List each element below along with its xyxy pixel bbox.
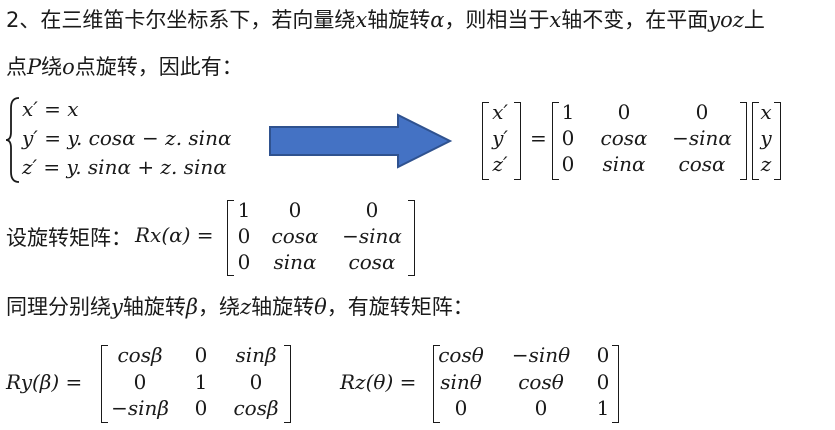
matrix-cell: sinθ <box>440 370 482 394</box>
rz-lhs: Rz(θ) = <box>340 370 417 394</box>
matrix-cell: 1 <box>194 370 208 394</box>
text-segment: 上 <box>743 8 765 32</box>
matrix-cell: 0 <box>237 250 251 274</box>
text-segment: 2、在三维笛卡尔坐标系下，若向量绕 <box>6 8 356 32</box>
equation-1: x′ = x <box>22 97 79 121</box>
math-var-y: y <box>111 295 123 319</box>
math-var-z: z <box>240 295 252 319</box>
vector-cell: y′ <box>492 126 508 150</box>
text-segment: 轴不变，在平面 <box>561 8 709 32</box>
matrix-cell: 1 <box>237 198 251 222</box>
paragraph-line-3: 同理分别绕y轴旋转β，绕z轴旋转θ，有旋转矩阵： <box>6 293 474 321</box>
matrix-cell: cosθ <box>518 370 564 394</box>
matrix-cell: 0 <box>534 396 548 420</box>
math-var-beta: β <box>185 295 199 319</box>
bracket-left <box>482 102 489 180</box>
matrix-cell: cosβ <box>117 343 163 367</box>
bracket-right <box>612 345 619 423</box>
matrix-cell: 0 <box>596 370 610 394</box>
matrix-cell: 1 <box>561 100 575 124</box>
math-var-theta: θ <box>314 295 327 319</box>
text-segment: ，则相当于 <box>444 8 550 32</box>
bracket-left <box>752 102 759 180</box>
bracket-right <box>284 345 291 423</box>
vector-cell: x <box>760 100 772 124</box>
bracket-left <box>101 345 108 423</box>
bracket-right <box>740 102 747 180</box>
math-var-x: x <box>549 8 562 32</box>
matrix-cell: 1 <box>596 396 610 420</box>
matrix-cell: −sinα <box>672 126 732 150</box>
matrix-cell: cosα <box>678 152 726 176</box>
matrix-cell: cosα <box>348 250 396 274</box>
rx-label: 设旋转矩阵： <box>6 226 132 250</box>
math-var-x: x <box>355 8 368 32</box>
matrix-cell: 0 <box>288 198 302 222</box>
text-segment: 绕 <box>41 55 63 79</box>
right-arrow-icon <box>269 113 453 169</box>
text-segment: ，绕 <box>198 295 241 319</box>
text-segment: ，有旋转矩阵： <box>326 295 474 319</box>
matrix-cell: 0 <box>596 343 610 367</box>
vector-cell: x′ <box>492 100 508 124</box>
matrix-cell: 0 <box>194 396 208 420</box>
equation-3: z′ = y. sinα + z. sinα <box>22 155 227 179</box>
bracket-left <box>552 102 559 180</box>
text-segment: 轴旋转 <box>251 295 315 319</box>
matrix-cell: 0 <box>194 343 208 367</box>
paragraph-line-1: 2、在三维笛卡尔坐标系下，若向量绕x轴旋转α，则相当于x轴不变，在平面yoz上 <box>6 6 765 34</box>
rx-lhs: Rx(α) = <box>135 223 214 247</box>
text-segment: 点 <box>6 55 27 79</box>
vector-cell: y <box>760 126 772 150</box>
matrix-cell: 0 <box>365 198 379 222</box>
matrix-cell: sinβ <box>235 343 277 367</box>
matrix-cell: 0 <box>249 370 263 394</box>
vector-cell: z′ <box>492 152 508 176</box>
matrix-cell: 0 <box>617 100 631 124</box>
math-var-o: o <box>62 55 75 79</box>
matrix-cell: 0 <box>133 370 147 394</box>
text-segment: 点旋转，因此有： <box>74 55 243 79</box>
matrix-cell: 0 <box>237 224 251 248</box>
bracket-right <box>514 102 521 180</box>
matrix-cell: −sinα <box>342 224 402 248</box>
text-segment: 轴旋转 <box>122 295 186 319</box>
matrix-cell: cosα <box>600 126 648 150</box>
matrix-cell: cosα <box>271 224 319 248</box>
matrix-cell: 0 <box>561 126 575 150</box>
vector-cell: z <box>760 152 772 176</box>
matrix-cell: 0 <box>695 100 709 124</box>
matrix-cell: 0 <box>454 396 468 420</box>
matrix-cell: −sinθ <box>511 343 571 367</box>
left-brace-icon <box>5 97 20 183</box>
bracket-right <box>408 200 415 276</box>
matrix-cell: sinα <box>273 250 317 274</box>
bracket-left <box>227 200 234 276</box>
math-var-yoz: yoz <box>708 8 744 32</box>
bracket-right <box>774 102 781 180</box>
text-segment: 轴旋转 <box>367 8 431 32</box>
matrix-cell: −sinβ <box>111 396 169 420</box>
text-segment: 同理分别绕 <box>6 295 111 319</box>
math-var-alpha: α <box>430 8 445 32</box>
math-var-p: P <box>27 55 42 79</box>
ry-lhs: Ry(β) = <box>6 370 83 394</box>
equation-2: y′ = y. cosα − z. sinα <box>22 126 232 150</box>
matrix-cell: cosβ <box>233 396 279 420</box>
bracket-left <box>433 345 440 423</box>
matrix-cell: sinα <box>602 152 646 176</box>
matrix-cell: cosθ <box>438 343 484 367</box>
paragraph-line-2: 点P绕o点旋转，因此有： <box>6 53 243 81</box>
equals-sign: = <box>530 126 547 150</box>
matrix-cell: 0 <box>561 152 575 176</box>
